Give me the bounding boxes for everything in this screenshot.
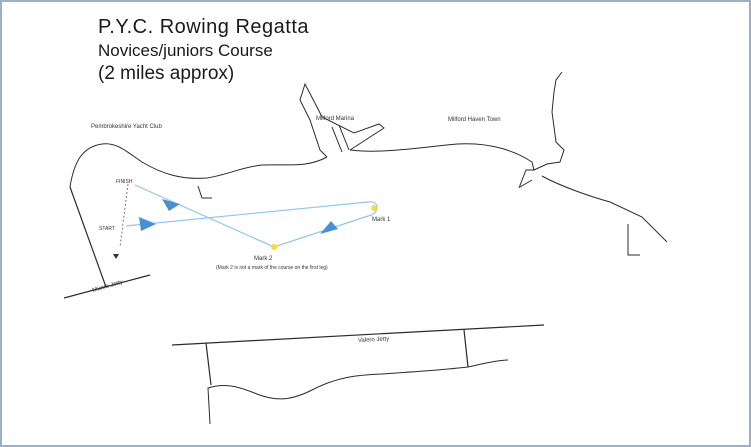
south-coastline [207, 359, 509, 425]
town-label: Milford Haven Town [448, 117, 501, 123]
mark-1-label: Mark 1 [372, 217, 391, 223]
mark-1-buoy [371, 205, 377, 211]
course-length: (2 miles approx) [98, 63, 235, 84]
start-finish-line [119, 183, 129, 248]
mark-2-buoy [271, 244, 277, 250]
valero-jetty-label: Valero Jetty [358, 336, 390, 344]
start-boat-icon [113, 254, 119, 259]
yacht-club-label: Pembrokeshire Yacht Club [91, 124, 162, 130]
mark-2-note: (Mark 2 is not a mark of the course on t… [216, 265, 328, 271]
map-title: P.Y.C. Rowing Regatta [98, 16, 309, 38]
valero-jetty [171, 324, 545, 386]
munro-jetty [63, 186, 151, 299]
arrow-inbound-icon [320, 221, 338, 234]
start-label: START [99, 226, 115, 232]
arrow-finish-icon [162, 199, 180, 211]
map-subtitle: Novices/juniors Course [98, 41, 273, 60]
north-coastline [69, 71, 668, 256]
munro-jetty-label: Munro Jetty [92, 280, 124, 294]
course-route [125, 184, 378, 248]
title-block: P.Y.C. Rowing Regatta Novices/juniors Co… [98, 14, 309, 86]
arrow-outbound-icon [139, 217, 156, 231]
marina-label: Milford Marina [316, 116, 355, 122]
mark-2-label: Mark 2 [254, 256, 273, 262]
direction-arrows [139, 199, 338, 234]
finish-label: FINISH [116, 179, 133, 185]
